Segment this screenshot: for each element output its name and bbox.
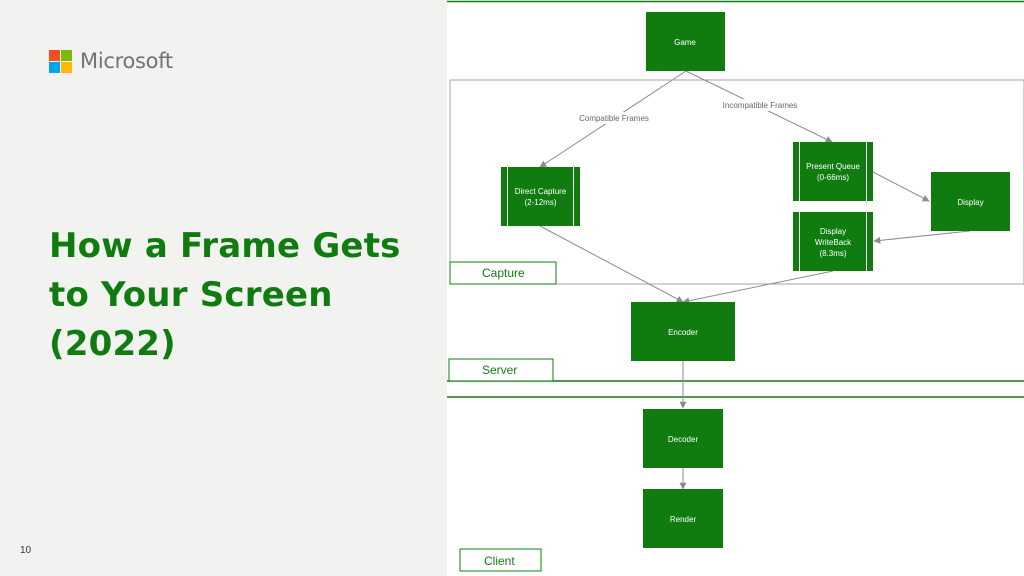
server-zone-label-box	[448, 358, 554, 382]
node-decoder: Decoder	[643, 409, 723, 468]
svg-text:Render: Render	[670, 515, 697, 524]
svg-text:Game: Game	[674, 38, 696, 47]
node-display-writeback: Display WriteBack (8.3ms)	[793, 212, 873, 271]
microsoft-wordmark: Microsoft	[80, 49, 173, 73]
page-number: 10	[20, 545, 32, 556]
node-present-queue-label: Present Queue	[806, 162, 860, 171]
svg-text:Direct Capture: Direct Capture	[515, 187, 567, 196]
client-zone-label-box	[459, 548, 542, 572]
node-decoder-label: Decoder	[668, 435, 699, 444]
edge-direct-capture-to-encoder	[539, 225, 684, 303]
edge-present-queue-to-display	[872, 171, 930, 202]
slide-title: How a Frame Gets to Your Screen (2022)	[49, 226, 401, 364]
svg-text:Present Queue: Present Queue	[806, 162, 860, 171]
client-zone-label: Client	[484, 554, 515, 568]
node-display: Display	[931, 172, 1010, 231]
svg-text:(2-12ms): (2-12ms)	[524, 198, 556, 207]
node-display-writeback-time: (8.3ms)	[819, 249, 846, 258]
svg-text:Encoder: Encoder	[668, 328, 698, 337]
frame-flow-diagram: Capture Server Client Compatible Frames …	[447, 0, 1024, 572]
microsoft-logo-icon	[49, 49, 72, 73]
node-present-queue: Present Queue (0-66ms)	[793, 142, 873, 201]
svg-text:(8.3ms): (8.3ms)	[819, 249, 846, 258]
svg-text:WriteBack: WriteBack	[815, 238, 852, 247]
svg-text:Display: Display	[957, 198, 983, 207]
node-present-queue-time: (0-66ms)	[817, 173, 849, 182]
capture-zone-label-box	[449, 261, 557, 285]
left-panel: Microsoft How a Frame Gets to Your Scree…	[0, 0, 447, 576]
node-display-label: Display	[957, 198, 983, 207]
node-encoder-label: Encoder	[668, 328, 698, 337]
node-direct-capture: Direct Capture (2-12ms)	[501, 167, 580, 226]
node-display-writeback-label-2: WriteBack	[815, 238, 852, 247]
node-direct-capture-time: (2-12ms)	[524, 198, 556, 207]
capture-zone	[449, 79, 1024, 285]
node-render: Render	[643, 489, 723, 548]
svg-text:Decoder: Decoder	[668, 435, 699, 444]
node-game: Game	[646, 12, 725, 71]
node-game-label: Game	[674, 38, 696, 47]
edge-writeback-to-encoder	[682, 270, 834, 305]
edge-display-to-writeback	[873, 230, 971, 244]
node-display-writeback-label-1: Display	[820, 227, 846, 236]
capture-zone-label: Capture	[482, 266, 525, 280]
edge-label-compatible: Compatible Frames	[579, 114, 649, 123]
server-zone-label: Server	[482, 363, 517, 377]
svg-text:Display: Display	[820, 227, 846, 236]
edge-label-incompatible: Incompatible Frames	[723, 101, 798, 110]
microsoft-logo: Microsoft	[49, 49, 173, 73]
node-encoder: Encoder	[631, 302, 735, 361]
node-direct-capture-label: Direct Capture	[515, 187, 567, 196]
svg-text:(0-66ms): (0-66ms)	[817, 173, 849, 182]
node-render-label: Render	[670, 515, 697, 524]
